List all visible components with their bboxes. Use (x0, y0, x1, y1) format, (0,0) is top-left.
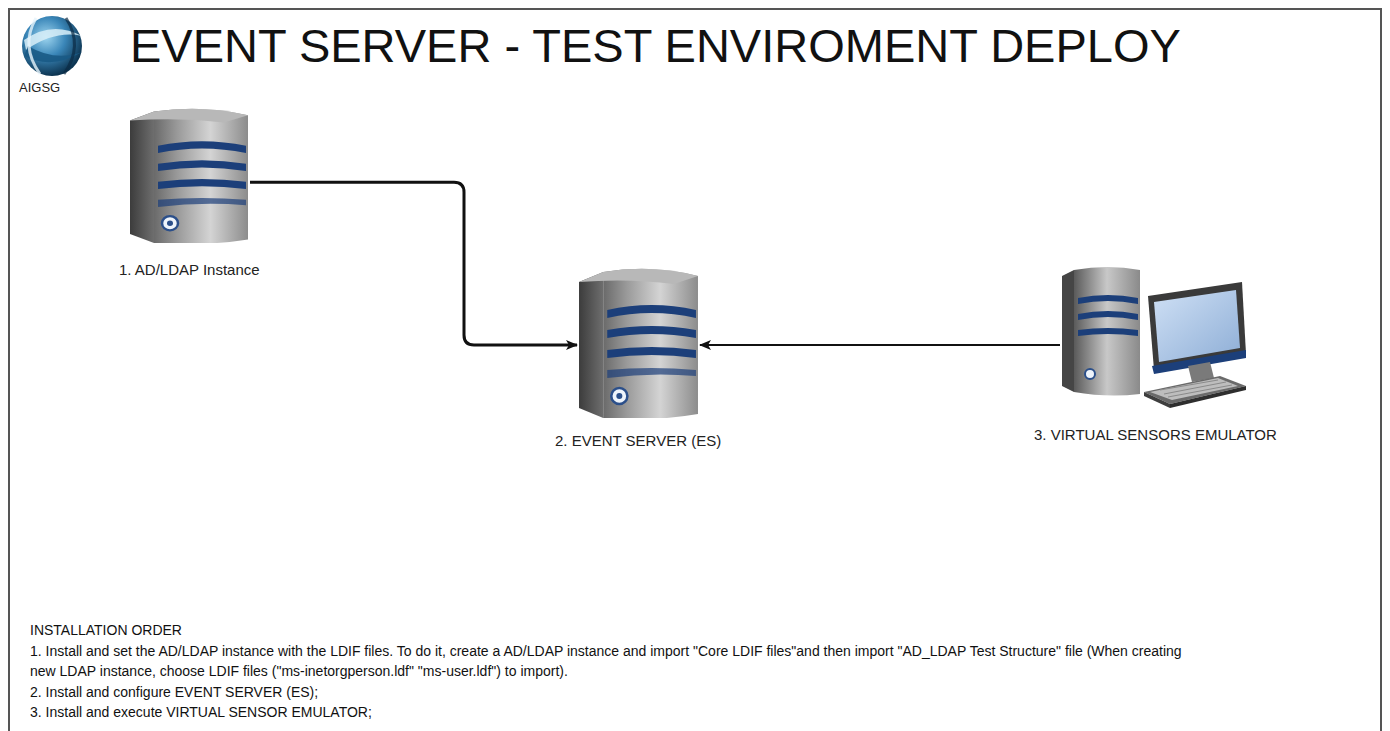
node-label: 2. EVENT SERVER (ES) (555, 432, 721, 449)
server-node: 2. EVENT SERVER (ES) (577, 268, 700, 418)
logo-sphere (22, 16, 82, 76)
logo-text: AIGSG (19, 80, 60, 95)
server-icon (128, 108, 250, 243)
note-line: 1. Install and set the AD/LDAP instance … (30, 641, 1190, 682)
server-node: 1. AD/LDAP Instance (128, 108, 250, 243)
node-label: 1. AD/LDAP Instance (119, 261, 260, 278)
arrow-connector (250, 182, 577, 345)
workstation-node: 3. VIRTUAL SENSORS EMULATOR (1060, 262, 1250, 412)
node-label: 3. VIRTUAL SENSORS EMULATOR (1034, 426, 1277, 443)
workstation-icon (1060, 262, 1250, 412)
server-icon (577, 268, 700, 418)
arrow-connector (700, 344, 1060, 346)
installation-notes: INSTALLATION ORDER1. Install and set the… (30, 620, 1190, 723)
page-frame (9, 9, 1381, 731)
note-line: 3. Install and execute VIRTUAL SENSOR EM… (30, 702, 1190, 723)
diagram-title: EVENT SERVER - TEST ENVIROMENT DEPLOY (130, 18, 1181, 73)
note-line: 2. Install and configure EVENT SERVER (E… (30, 682, 1190, 703)
notes-heading: INSTALLATION ORDER (30, 620, 1190, 641)
